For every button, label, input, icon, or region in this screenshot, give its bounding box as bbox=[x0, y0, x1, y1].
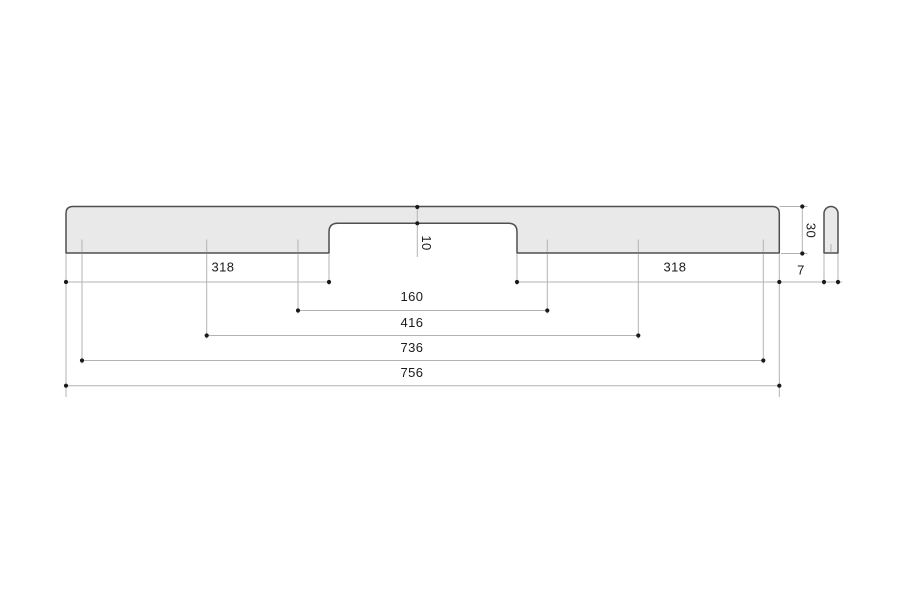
front-profile-shape bbox=[65, 205, 781, 254]
dot bbox=[295, 308, 301, 313]
dot bbox=[777, 383, 782, 388]
dot bbox=[514, 279, 520, 285]
dimension-labels: 318 318 160 416 736 756 10 30 7 bbox=[212, 223, 819, 380]
label-10: 10 bbox=[419, 235, 434, 250]
dot bbox=[63, 383, 69, 388]
dot bbox=[761, 358, 766, 363]
dimension-lines bbox=[66, 206, 842, 387]
label-318-right: 318 bbox=[664, 260, 687, 275]
dot bbox=[835, 279, 841, 285]
label-160: 160 bbox=[401, 289, 424, 304]
dimension-dots bbox=[63, 204, 841, 388]
dot bbox=[777, 279, 782, 285]
label-756: 756 bbox=[401, 365, 424, 380]
label-30: 30 bbox=[804, 223, 819, 238]
label-736: 736 bbox=[401, 340, 424, 355]
dot bbox=[204, 333, 209, 338]
label-318-left: 318 bbox=[212, 260, 235, 275]
label-7: 7 bbox=[797, 263, 805, 278]
dot bbox=[415, 204, 420, 210]
dot bbox=[636, 333, 641, 338]
dot bbox=[800, 204, 805, 209]
dot bbox=[326, 279, 332, 285]
extension-lines bbox=[65, 206, 839, 397]
dot bbox=[800, 251, 805, 256]
side-profile-shape bbox=[823, 205, 839, 254]
dot bbox=[545, 308, 550, 313]
side-view bbox=[823, 205, 839, 254]
dot bbox=[415, 221, 420, 226]
dot bbox=[79, 358, 85, 363]
dot bbox=[821, 279, 827, 285]
front-view bbox=[65, 205, 781, 254]
label-416: 416 bbox=[401, 315, 424, 330]
dot bbox=[63, 279, 69, 285]
